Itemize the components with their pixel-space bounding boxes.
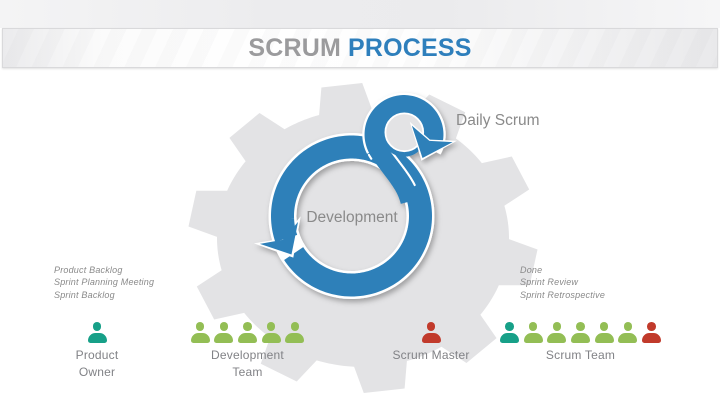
person-head [623, 322, 633, 331]
person-torso [618, 333, 638, 344]
person-torso [285, 333, 305, 344]
green-person-icon [238, 322, 257, 344]
role-scrum-team: Scrum Team [498, 322, 663, 364]
person-head [647, 322, 656, 331]
person-torso [190, 333, 210, 344]
person-head [195, 322, 205, 331]
daily-scrum-loop-ring [364, 95, 444, 156]
person-torso [642, 333, 662, 344]
green-person-icon [571, 322, 590, 344]
person-torso [499, 333, 519, 344]
person-head [243, 322, 252, 331]
note-line: Sprint Planning Meeting [54, 277, 155, 288]
gear-icon [188, 83, 538, 393]
role-label-line: Team [232, 365, 263, 380]
note-line: Product Backlog [54, 265, 123, 275]
scrum-team-members [498, 322, 663, 344]
role-label-line: Owner [78, 365, 116, 380]
person-torso [261, 333, 281, 344]
person-head [219, 322, 229, 331]
person-head [576, 322, 585, 331]
sprint-loop-arrowhead [259, 221, 299, 255]
person-head [552, 322, 562, 331]
green-person-icon [547, 322, 567, 344]
person-torso [238, 333, 257, 344]
role-scrum-master: Scrum Master [361, 322, 501, 364]
green-person-icon [190, 322, 210, 344]
person-head [599, 322, 609, 331]
person-torso [594, 333, 614, 344]
teal-person-icon [87, 322, 107, 344]
loop-connector [369, 144, 419, 204]
green-person-icon [618, 322, 638, 344]
person-torso [87, 333, 107, 344]
person-head [92, 322, 102, 331]
daily-scrum-label: Daily Scrum [456, 112, 540, 129]
scrum-team-label: Scrum Team [498, 347, 663, 364]
loop-connector-edge-left [367, 153, 373, 160]
scrum-master-label: Scrum Master [361, 347, 501, 364]
red-person-icon [642, 322, 662, 344]
green-person-icon [523, 322, 543, 344]
person-torso [547, 333, 567, 344]
scrum-master-members [361, 322, 501, 344]
teal-person-icon [499, 322, 519, 344]
role-label-line: Development [211, 348, 284, 363]
person-torso [571, 333, 590, 344]
red-person-icon [421, 322, 441, 344]
product-owner-members [47, 322, 147, 344]
person-torso [214, 333, 234, 344]
top-strip [0, 0, 720, 28]
page-title-process: PROCESS [348, 33, 472, 62]
note-line: Sprint Review [520, 277, 579, 288]
development-team-members [177, 322, 318, 344]
daily-scrum-loop-hole [384, 112, 425, 153]
role-label-line: Scrum Team [545, 348, 616, 363]
daily-scrum-arrowhead [411, 125, 453, 158]
person-head [266, 322, 276, 331]
note-line: Sprint Backlog [54, 289, 115, 300]
page-title-scrum: SCRUM [248, 33, 341, 62]
green-person-icon [214, 322, 234, 344]
person-head [290, 322, 300, 331]
green-person-icon [285, 322, 305, 344]
role-label-line: Scrum Master [392, 348, 470, 363]
person-head [426, 322, 436, 331]
person-head [505, 322, 514, 331]
person-head [528, 322, 538, 331]
development-label: Development [306, 209, 398, 226]
person-torso [523, 333, 543, 344]
person-torso [421, 333, 441, 344]
note-line: Sprint Retrospective [520, 289, 606, 300]
green-person-icon [594, 322, 614, 344]
role-label-line: Product [75, 348, 119, 363]
green-person-icon [261, 322, 281, 344]
note-line: Done [520, 265, 543, 275]
